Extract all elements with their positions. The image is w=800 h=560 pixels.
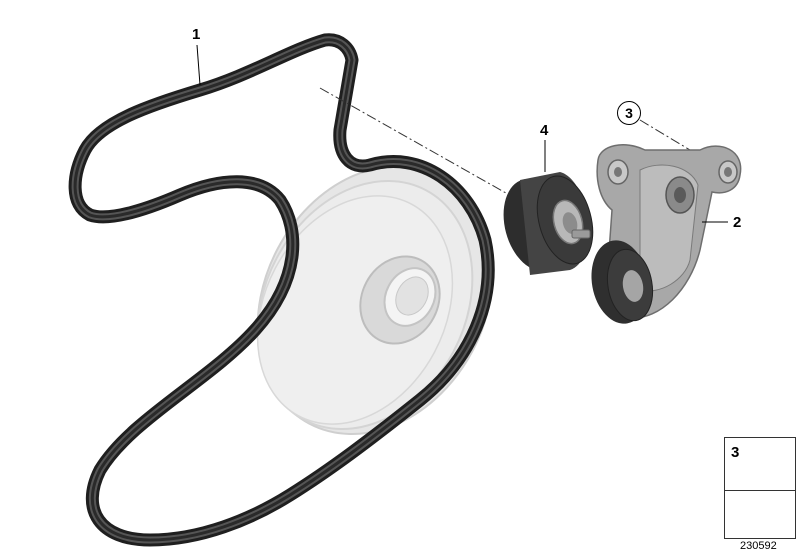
idler-pulley <box>503 172 594 275</box>
centerline <box>319 87 576 233</box>
ribbed-belt <box>68 33 495 547</box>
diagram-id: 230592 <box>740 540 777 552</box>
callout-idler: 4 <box>540 122 549 139</box>
crankshaft-pulley <box>256 165 494 435</box>
callout-belt: 1 <box>192 26 201 43</box>
callout-bolt: 3 <box>617 101 641 125</box>
callout-tensioner: 2 <box>733 214 742 231</box>
belt-tensioner <box>591 144 742 324</box>
leader-1 <box>196 44 201 86</box>
legend-bolt-number: 3 <box>731 444 740 461</box>
legend-divider <box>725 490 795 491</box>
legend-box: 3 <box>724 437 796 539</box>
